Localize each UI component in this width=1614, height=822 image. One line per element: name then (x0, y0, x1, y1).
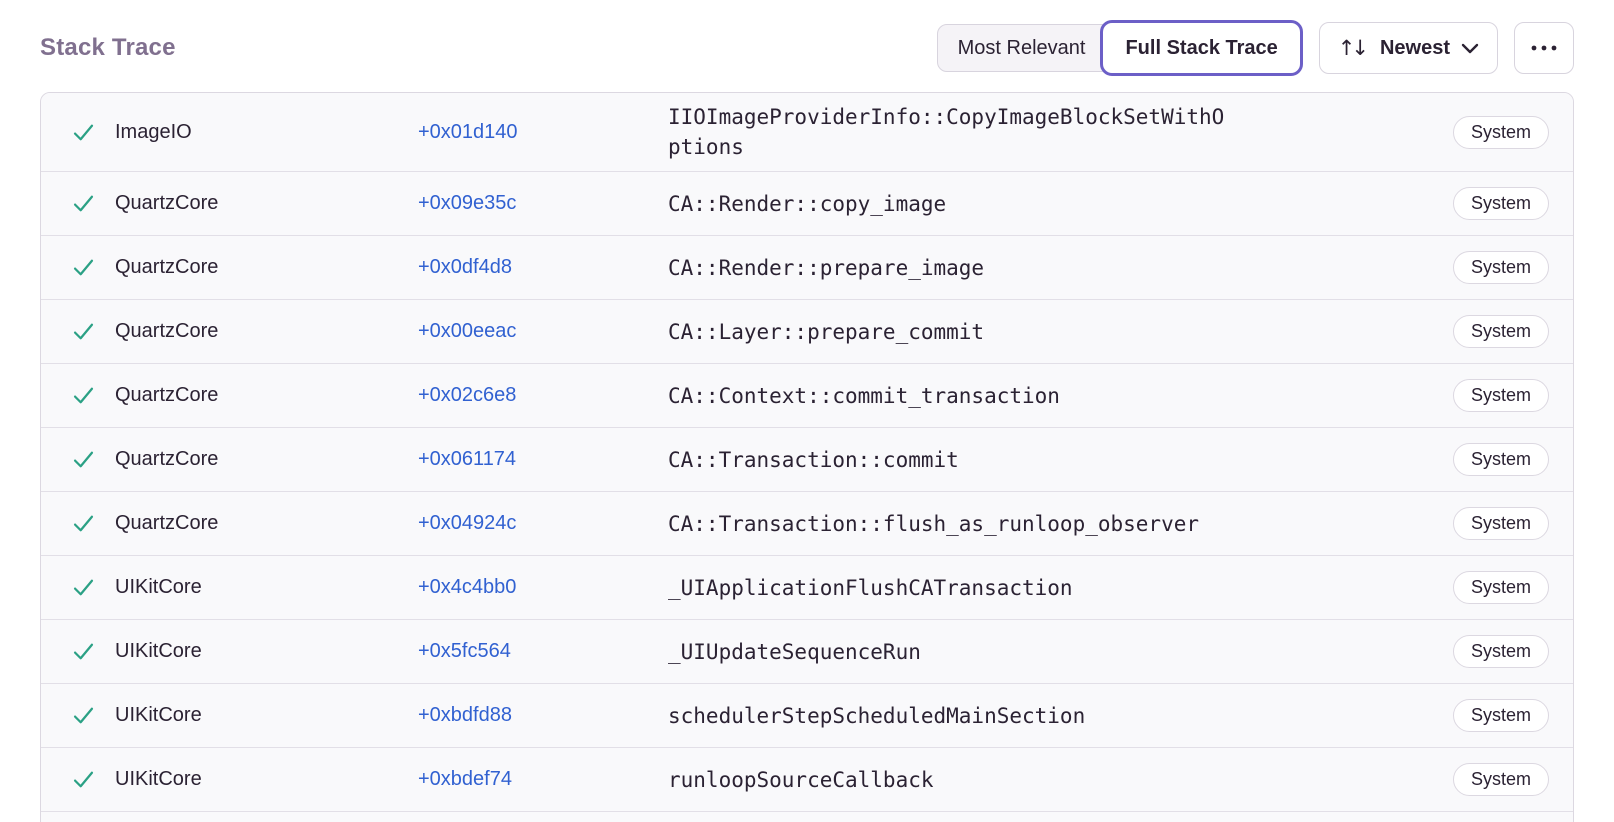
frame-badge: System (1452, 187, 1549, 220)
frame-row[interactable]: QuartzCore +0x00eeac CA::Layer::prepare_… (41, 299, 1573, 363)
frame-module: QuartzCore (115, 320, 219, 342)
frame-module: QuartzCore (115, 256, 219, 278)
frame-function: schedulerStepScheduledMainSection (668, 703, 1086, 728)
frame-row[interactable]: QuartzCore +0x0df4d8 CA::Render::prepare… (41, 235, 1573, 299)
ellipsis-icon (1529, 44, 1559, 52)
frame-row[interactable]: UIKitCore +0x4c4bb0 _UIApplicationFlushC… (41, 555, 1573, 619)
frame-badge: System (1452, 507, 1549, 540)
frame-row[interactable]: QuartzCore +0x061174 CA::Transaction::co… (41, 427, 1573, 491)
chevron-down-icon (1461, 43, 1479, 54)
frame-module: QuartzCore (115, 448, 219, 470)
frame-module: UIKitCore (115, 640, 202, 662)
frame-function: _UIApplicationFlushCATransaction (668, 575, 1073, 600)
frame-module: QuartzCore (115, 192, 219, 214)
stack-trace-table: ImageIO +0x01d140 IIOImageProviderInfo::… (40, 92, 1574, 822)
frame-function: IIOImageProviderInfo::CopyImageBlockSetW… (668, 105, 1225, 159)
frame-function: runloopSourceCallback (668, 767, 934, 792)
frame-row[interactable]: QuartzCore +0x04924c CA::Transaction::fl… (41, 491, 1573, 555)
stack-trace-header: Stack Trace Most Relevant Full Stack Tra… (0, 0, 1614, 92)
frame-row[interactable]: UIKitCore +0xbdef74 runloopSourceCallbac… (41, 747, 1573, 811)
frame-badge: System (1452, 251, 1549, 284)
frame-badge: System (1452, 763, 1549, 796)
symbolicated-check-icon (70, 638, 115, 665)
frame-address[interactable]: +0x01d140 (418, 120, 518, 143)
frame-module: UIKitCore (115, 576, 202, 598)
frame-function: CA::Render::prepare_image (668, 255, 985, 280)
frame-row[interactable]: UIKitCore +0x5fc564 _UIUpdateSequenceRun… (41, 619, 1573, 683)
frame-row[interactable]: ImageIO +0x01d140 IIOImageProviderInfo::… (41, 93, 1573, 171)
frame-function: CA::Transaction::flush_as_runloop_observ… (668, 511, 1200, 536)
sort-arrows-icon: ↑↓ (1337, 36, 1369, 60)
toolbar: Most Relevant Full Stack Trace ↑↓ Newest (936, 20, 1574, 76)
frame-address[interactable]: +0x00eeac (418, 320, 517, 342)
frame-badge: System (1452, 379, 1549, 412)
frame-badge: System (1452, 315, 1549, 348)
symbolicated-check-icon (70, 254, 115, 281)
frame-address[interactable]: +0x4c4bb0 (418, 576, 517, 598)
more-options-button[interactable] (1514, 22, 1574, 74)
frame-function: CA::Context::commit_transaction (668, 383, 1060, 408)
frame-badge: System (1452, 699, 1549, 732)
frame-address[interactable]: +0x09e35c (418, 192, 517, 214)
frame-row[interactable]: UIKitCore +0xbdfd88 schedulerStepSchedul… (41, 683, 1573, 747)
frame-module: ImageIO (115, 120, 192, 143)
symbolicated-check-icon (70, 510, 115, 537)
frame-address[interactable]: +0x0df4d8 (418, 256, 512, 278)
frame-address[interactable]: +0x061174 (418, 448, 517, 470)
frame-module: QuartzCore (115, 512, 219, 534)
symbolicated-check-icon (70, 766, 115, 793)
frame-badge: System (1452, 115, 1549, 149)
frame-address[interactable]: +0x04924c (418, 512, 517, 534)
symbolicated-check-icon (70, 119, 115, 146)
frame-function: _UIUpdateSequenceRun (668, 639, 921, 664)
symbolicated-check-icon (70, 190, 115, 217)
symbolicated-check-icon (70, 318, 115, 345)
frame-function: CA::Layer::prepare_commit (668, 319, 985, 344)
frame-address[interactable]: +0xbdef74 (418, 768, 512, 790)
frame-address[interactable]: +0x5fc564 (418, 640, 511, 662)
page-title: Stack Trace (40, 34, 176, 61)
view-mode-segmented-control: Most Relevant Full Stack Trace (936, 20, 1303, 76)
symbolicated-check-icon (70, 446, 115, 473)
partially-visible-frame-row[interactable] (41, 811, 1573, 822)
frame-badge: System (1452, 443, 1549, 476)
sort-order-dropdown[interactable]: ↑↓ Newest (1318, 22, 1498, 74)
full-stack-trace-button[interactable]: Full Stack Trace (1100, 20, 1303, 76)
frame-badge: System (1452, 571, 1549, 604)
frame-row[interactable]: QuartzCore +0x02c6e8 CA::Context::commit… (41, 363, 1573, 427)
most-relevant-button[interactable]: Most Relevant (936, 24, 1117, 72)
frame-module: UIKitCore (115, 704, 202, 726)
sort-order-label: Newest (1379, 36, 1450, 59)
frame-row[interactable]: QuartzCore +0x09e35c CA::Render::copy_im… (41, 171, 1573, 235)
frame-address[interactable]: +0x02c6e8 (418, 384, 517, 406)
frame-function: CA::Render::copy_image (668, 191, 947, 216)
frame-module: QuartzCore (115, 384, 219, 406)
symbolicated-check-icon (70, 702, 115, 729)
frame-module: UIKitCore (115, 768, 202, 790)
symbolicated-check-icon (70, 574, 115, 601)
frame-function: CA::Transaction::commit (668, 447, 959, 472)
symbolicated-check-icon (70, 382, 115, 409)
frame-address[interactable]: +0xbdfd88 (418, 704, 512, 726)
frame-badge: System (1452, 635, 1549, 668)
